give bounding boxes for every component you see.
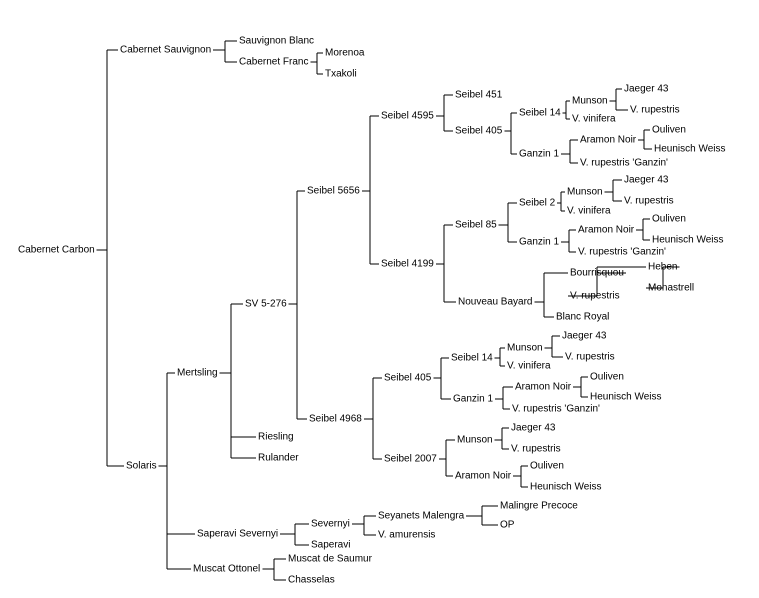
node-rulander: Rulander [258, 453, 299, 464]
node-v-rupestris-ganzin: V. rupestris 'Ganzin' [578, 247, 666, 258]
node-seibel-4595: Seibel 4595 [381, 111, 434, 122]
node-sauvignon-blanc: Sauvignon Blanc [239, 36, 314, 47]
node-ouliven: Ouliven [652, 125, 686, 136]
node-v-rupestris: V. rupestris [624, 196, 674, 207]
node-aramon-noir: Aramon Noir [455, 471, 512, 482]
node-jaeger-43: Jaeger 43 [562, 331, 607, 342]
node-munson: Munson [457, 435, 493, 446]
node-seibel-14: Seibel 14 [451, 353, 493, 364]
node-v-rupestris: V. rupestris [565, 352, 615, 363]
node-heben: Heben [648, 262, 677, 273]
node-seibel-5656: Seibel 5656 [307, 186, 360, 197]
node-heunisch-weiss: Heunisch Weiss [530, 482, 602, 493]
node-saperavi: Saperavi [311, 540, 350, 551]
node-seibel-405: Seibel 405 [455, 126, 503, 137]
node-ouliven: Ouliven [652, 214, 686, 225]
node-v-rupestris: V. rupestris [570, 291, 620, 302]
node-seibel-405: Seibel 405 [384, 373, 432, 384]
node-munson: Munson [507, 343, 543, 354]
node-v-rupestris: V. rupestris [511, 444, 561, 455]
node-aramon-noir: Aramon Noir [580, 135, 637, 146]
node-seibel-2007: Seibel 2007 [384, 454, 437, 465]
node-ouliven: Ouliven [530, 461, 564, 472]
node-labels: Cabernet Carbon Cabernet Sauvignon Sauvign… [18, 36, 726, 586]
node-v-amurensis: V. amurensis [378, 530, 435, 541]
node-seibel-4199: Seibel 4199 [381, 259, 434, 270]
node-seibel-4968: Seibel 4968 [309, 414, 362, 425]
node-heunisch-weiss: Heunisch Weiss [654, 144, 726, 155]
node-v-vinifera: V. vinifera [507, 361, 551, 372]
node-aramon-noir: Aramon Noir [578, 225, 635, 236]
node-saperavi-severnyi: Saperavi Severnyi [197, 529, 278, 540]
node-seibel-451: Seibel 451 [455, 90, 503, 101]
node-solaris: Solaris [126, 461, 157, 472]
node-severnyi: Severnyi [311, 519, 350, 530]
node-heunisch-weiss: Heunisch Weiss [590, 392, 662, 403]
node-ganzin-1: Ganzin 1 [519, 149, 559, 160]
node-cabernet-franc: Cabernet Franc [239, 57, 308, 68]
node-cabernet-carbon: Cabernet Carbon [18, 245, 95, 256]
node-munson: Munson [572, 96, 608, 107]
node-v-rupestris: V. rupestris [630, 105, 680, 116]
node-heunisch-weiss: Heunisch Weiss [652, 235, 724, 246]
node-seibel-2: Seibel 2 [519, 198, 556, 209]
node-monastrell: Monastrell [648, 283, 694, 294]
node-op: OP [500, 520, 515, 531]
node-jaeger-43: Jaeger 43 [624, 175, 669, 186]
node-jaeger-43: Jaeger 43 [624, 84, 669, 95]
node-aramon-noir: Aramon Noir [515, 382, 572, 393]
connector-lines [96, 40, 680, 581]
node-ouliven: Ouliven [590, 372, 624, 383]
node-seibel-85: Seibel 85 [455, 220, 497, 231]
node-cabernet-sauvignon: Cabernet Sauvignon [120, 45, 211, 56]
node-jaeger-43: Jaeger 43 [511, 423, 556, 434]
node-mertsling: Mertsling [177, 368, 218, 379]
node-riesling: Riesling [258, 432, 294, 443]
node-malingre-precoce: Malingre Precoce [500, 501, 578, 512]
node-v-vinifera: V. vinifera [567, 206, 611, 217]
node-v-rupestris-ganzin: V. rupestris 'Ganzin' [580, 158, 668, 169]
node-ganzin-1: Ganzin 1 [519, 237, 559, 248]
node-ganzin-1: Ganzin 1 [453, 394, 493, 405]
node-muscat-de-saumur: Muscat de Saumur [288, 554, 373, 565]
node-sv-5-276: SV 5-276 [245, 299, 287, 310]
node-muscat-ottonel: Muscat Ottonel [193, 564, 260, 575]
node-morenoa: Morenoa [325, 48, 365, 59]
node-v-vinifera: V. vinifera [572, 114, 616, 125]
node-chasselas: Chasselas [288, 575, 335, 586]
node-v-rupestris-ganzin: V. rupestris 'Ganzin' [512, 404, 600, 415]
node-bourrisquou: Bourrisquou [570, 268, 624, 279]
node-blanc-royal: Blanc Royal [556, 312, 609, 323]
node-munson: Munson [567, 187, 603, 198]
node-nouveau-bayard: Nouveau Bayard [458, 297, 533, 308]
node-seibel-14: Seibel 14 [519, 108, 561, 119]
node-txakoli: Txakoli [325, 69, 357, 80]
node-seyanets-malengra: Seyanets Malengra [378, 511, 465, 522]
